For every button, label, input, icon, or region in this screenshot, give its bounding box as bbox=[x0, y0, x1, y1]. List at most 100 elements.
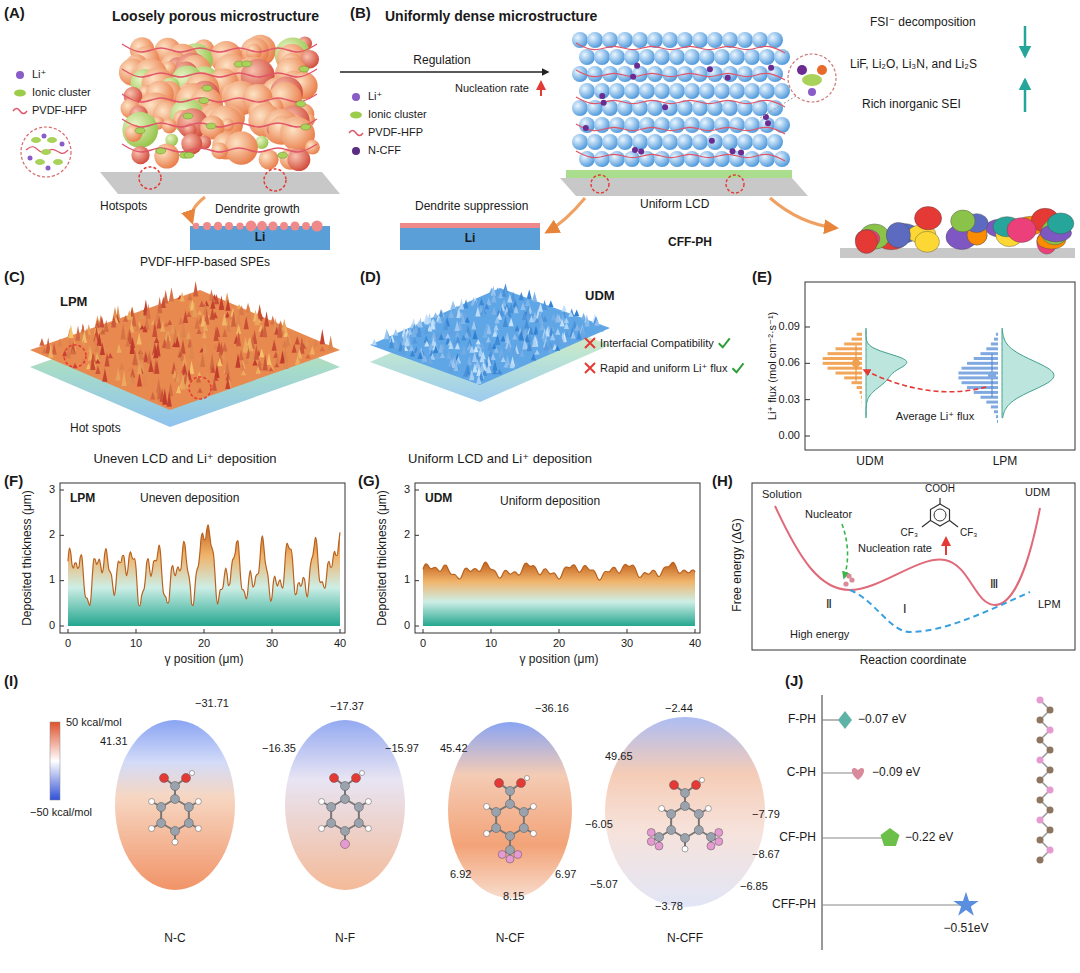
lpm-surface bbox=[262, 322, 267, 337]
dendrite-inset bbox=[246, 221, 257, 232]
lpm-surface bbox=[100, 329, 105, 335]
lpm-surface bbox=[146, 303, 151, 318]
dense-block bbox=[599, 93, 605, 99]
lpm-surface bbox=[97, 333, 102, 346]
udm-surface bbox=[372, 339, 377, 346]
lpm-surface bbox=[222, 329, 227, 337]
esp-map bbox=[530, 831, 536, 837]
annotation-text: 41.31 bbox=[100, 735, 128, 748]
annotation-text: CF₃ bbox=[960, 527, 977, 539]
esp-map bbox=[681, 834, 690, 843]
annotation-text: γ position (μm) bbox=[165, 653, 244, 667]
lpm-surface bbox=[217, 357, 222, 366]
annotation-text: Nucleation rate bbox=[858, 542, 932, 555]
dense-block bbox=[560, 178, 808, 196]
esp-map bbox=[184, 803, 193, 812]
dense-block bbox=[684, 151, 700, 167]
dense-block bbox=[765, 120, 771, 126]
dense-block bbox=[759, 83, 775, 99]
lpm-surface bbox=[64, 345, 86, 367]
annotation-text: N-CF bbox=[496, 932, 525, 946]
lpm-surface bbox=[192, 302, 197, 317]
lpm-surface bbox=[313, 339, 318, 346]
dense-block bbox=[624, 83, 640, 99]
udm-surface bbox=[522, 339, 527, 350]
dense-block bbox=[579, 49, 595, 65]
esp-map bbox=[707, 842, 715, 850]
lpm-surface bbox=[148, 360, 153, 372]
udm-surface bbox=[424, 341, 429, 347]
binding-energy-plot bbox=[1037, 737, 1044, 744]
udm-surface bbox=[494, 347, 499, 353]
sei-layer bbox=[915, 207, 942, 230]
check-mark bbox=[719, 338, 730, 347]
esp-map bbox=[519, 808, 528, 817]
decomposition-arrows bbox=[1024, 80, 1027, 112]
dense-block bbox=[617, 134, 633, 150]
udm-surface bbox=[555, 345, 560, 351]
lpm-surface bbox=[30, 281, 340, 427]
udm-surface bbox=[520, 302, 525, 310]
porous-block bbox=[184, 152, 194, 158]
lpm-surface bbox=[167, 320, 172, 325]
ionic-cluster-inset bbox=[46, 166, 51, 171]
flux-violin-plot bbox=[991, 405, 998, 408]
panel-letter: (D) bbox=[360, 268, 381, 285]
annotation-text: 0.09 bbox=[779, 320, 800, 333]
flux-violin-plot bbox=[805, 327, 810, 328]
dense-block bbox=[609, 117, 625, 133]
dendrite-suppression-inset bbox=[400, 228, 540, 250]
udm-surface bbox=[461, 315, 466, 324]
dense-block bbox=[759, 151, 775, 167]
lpm-surface bbox=[100, 343, 105, 356]
udm-surface bbox=[480, 355, 485, 363]
udm-surface bbox=[564, 317, 569, 323]
binding-energy-plot bbox=[838, 711, 852, 729]
dendrite-inset bbox=[193, 223, 200, 230]
annotation-text: 0.03 bbox=[779, 393, 800, 406]
legend-entry: PVDF-HFP bbox=[32, 104, 87, 117]
energy-diagram bbox=[922, 521, 930, 528]
annotation-text: LPM bbox=[70, 492, 95, 506]
esp-map bbox=[498, 850, 506, 858]
lpm-surface bbox=[189, 342, 194, 359]
udm-surface bbox=[532, 291, 537, 301]
udm-surface bbox=[461, 335, 466, 341]
lpm-surface bbox=[214, 326, 219, 341]
annotation-text: Reaction coordinate bbox=[860, 654, 967, 668]
decomposition-arrows bbox=[1025, 26, 1026, 112]
lpm-surface bbox=[39, 338, 44, 346]
esp-map bbox=[647, 828, 655, 836]
binding-energy-plot bbox=[953, 892, 978, 916]
dense-block bbox=[594, 49, 610, 65]
cluster-inset bbox=[760, 96, 796, 118]
lpm-surface bbox=[90, 353, 95, 370]
lpm-surface bbox=[225, 361, 230, 375]
lpm-surface bbox=[139, 309, 144, 319]
lpm-surface bbox=[95, 366, 100, 374]
ionic-cluster-inset bbox=[42, 134, 47, 139]
binding-energy-plot bbox=[1037, 857, 1044, 864]
esp-map bbox=[171, 782, 180, 791]
annotation-text: Li bbox=[255, 231, 266, 245]
annotation-text: −0.07 eV bbox=[858, 713, 906, 727]
porous-block bbox=[100, 35, 340, 194]
udm-surface bbox=[448, 362, 453, 372]
lpm-surface bbox=[195, 318, 200, 329]
porous-block bbox=[122, 119, 317, 127]
energy-diagram bbox=[843, 581, 848, 586]
lpm-surface bbox=[186, 331, 191, 339]
dense-block bbox=[709, 138, 715, 144]
dense-block bbox=[759, 49, 775, 65]
binding-energy-plot bbox=[1047, 747, 1054, 754]
lpm-surface bbox=[202, 343, 207, 353]
annotation-text: −0.09 eV bbox=[872, 766, 920, 780]
udm-surface bbox=[473, 300, 478, 306]
lpm-surface bbox=[226, 318, 231, 332]
ionic-cluster-inset bbox=[21, 127, 71, 177]
lpm-surface bbox=[197, 388, 202, 393]
udm-deposition-plot bbox=[415, 535, 419, 536]
esp-map bbox=[341, 782, 350, 791]
udm-surface bbox=[555, 328, 560, 334]
udm-surface bbox=[438, 344, 443, 353]
